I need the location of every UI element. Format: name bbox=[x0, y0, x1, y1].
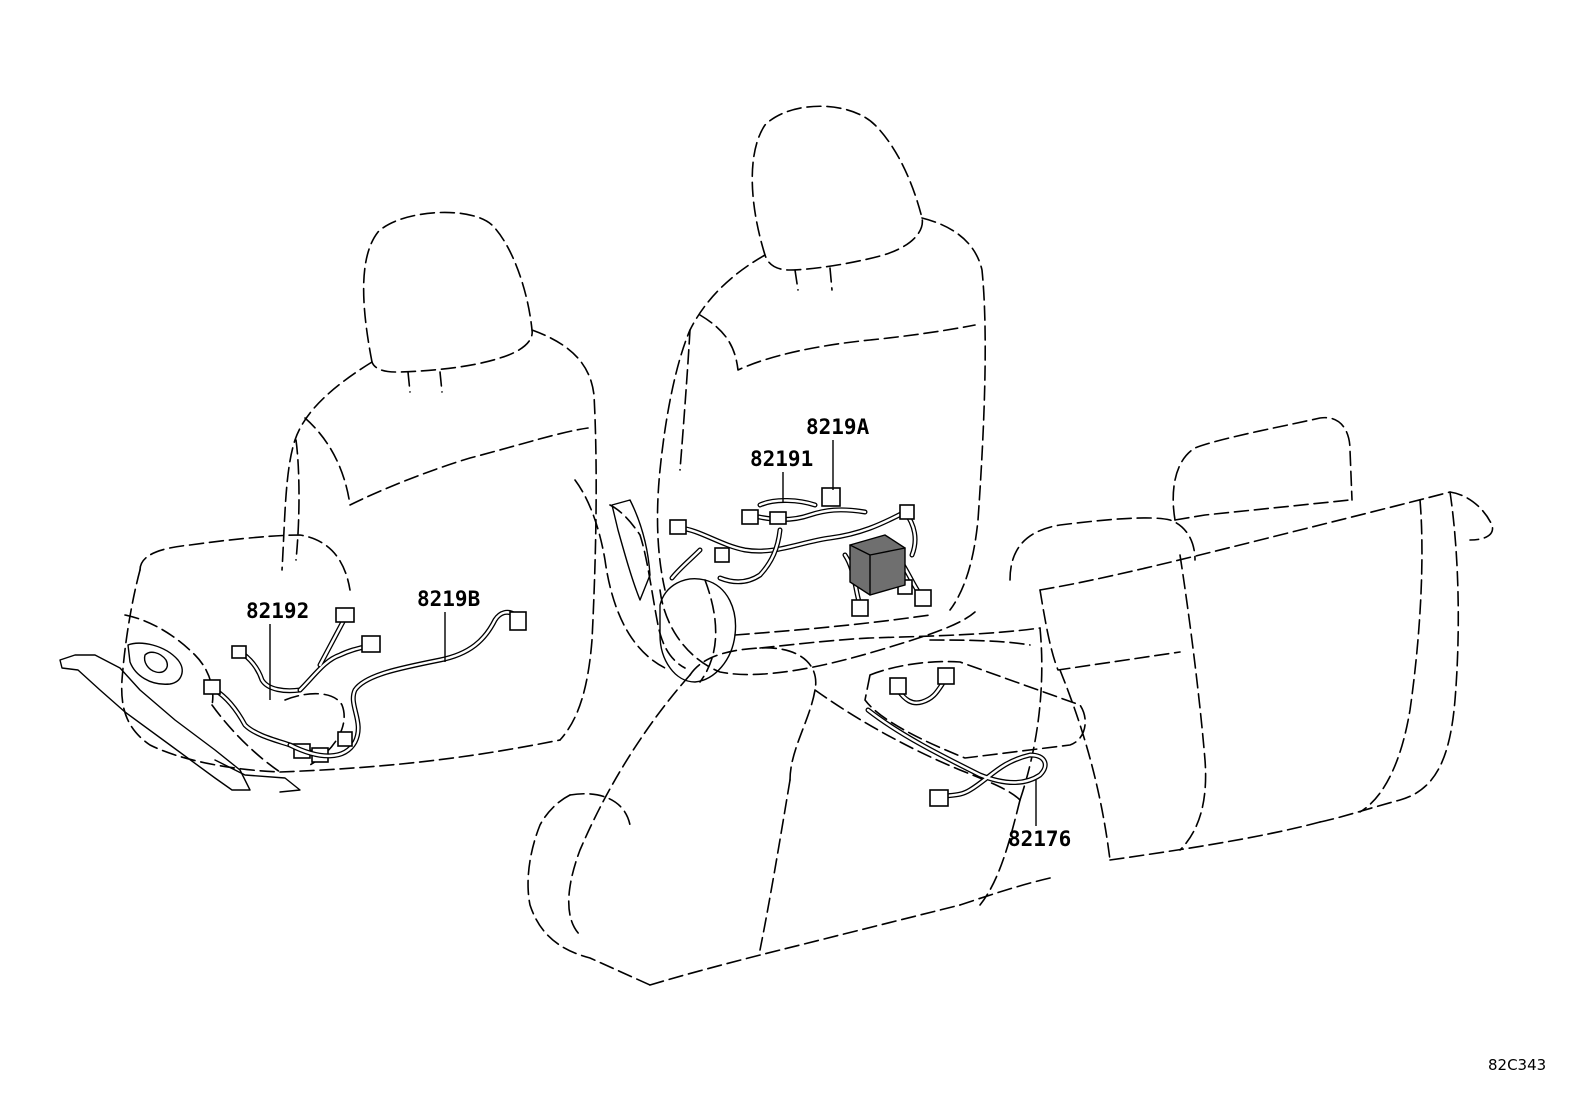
connector-icon bbox=[899, 504, 915, 520]
connector-icon bbox=[337, 731, 353, 747]
connector-icon bbox=[821, 487, 841, 507]
front-right-seat-outline bbox=[574, 105, 987, 683]
label-82176: 82176 bbox=[1008, 827, 1071, 851]
label-8219A: 8219A bbox=[806, 415, 870, 439]
connector-icon bbox=[231, 645, 247, 659]
ecu-module-icon bbox=[849, 534, 906, 596]
connector-icon bbox=[714, 547, 730, 563]
rear-seat-outline bbox=[527, 416, 1494, 986]
connector-icon bbox=[669, 519, 687, 535]
harness-82191 bbox=[669, 487, 932, 617]
label-8219B: 8219B bbox=[417, 587, 480, 611]
label-82192: 82192 bbox=[246, 599, 309, 623]
connector-icon bbox=[335, 607, 355, 623]
part-callouts: 82192 8219B 82191 8219A 82176 bbox=[246, 415, 1071, 851]
connector-icon bbox=[509, 611, 527, 631]
connector-icon bbox=[851, 599, 869, 617]
connector-icon bbox=[741, 509, 759, 525]
harness-82192 bbox=[203, 607, 381, 763]
connector-icon bbox=[203, 679, 221, 695]
connector-icon bbox=[929, 789, 949, 807]
diagram-reference-code: 82C343 bbox=[1488, 1056, 1546, 1074]
front-left-seat-outline bbox=[59, 211, 597, 793]
connector-icon bbox=[361, 635, 381, 653]
connector-icon bbox=[889, 677, 907, 695]
label-82191: 82191 bbox=[750, 447, 813, 471]
harness-82176 bbox=[865, 667, 1048, 807]
harness-8219B bbox=[287, 609, 527, 759]
connector-icon bbox=[914, 589, 932, 607]
connector-icon bbox=[769, 511, 787, 525]
connector-icon bbox=[937, 667, 955, 685]
